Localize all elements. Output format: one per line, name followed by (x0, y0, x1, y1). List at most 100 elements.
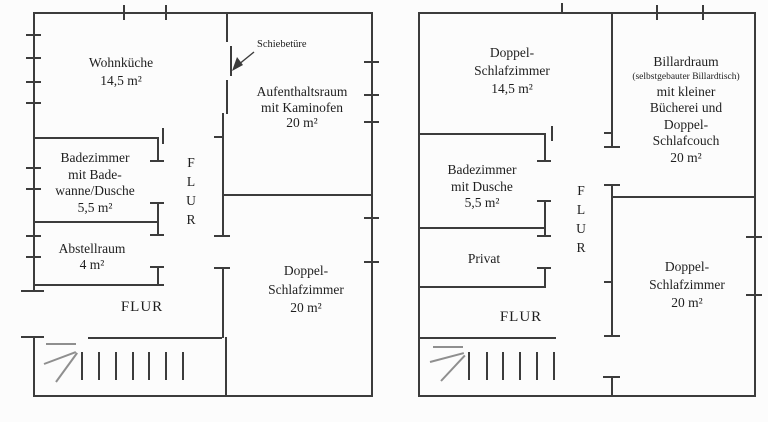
room-sub: Doppel- (663, 116, 709, 132)
room-label-badezimmer-links: Badezimmer mit Bade- wanne/Dusche 5,5 m² (55, 150, 134, 216)
stair-tread (519, 352, 521, 380)
room-area: 5,5 m² (77, 199, 113, 215)
wall-segment (21, 290, 44, 292)
room-area: 20 m² (671, 295, 703, 310)
room-area: 14,5 m² (100, 73, 142, 88)
wall-segment (418, 12, 420, 397)
room-name: Schlafzimmer (649, 277, 725, 292)
wall-segment (33, 395, 373, 397)
wall-segment (21, 336, 44, 338)
wall-tick (214, 235, 230, 237)
room-name: Doppel- (489, 45, 535, 60)
wall-segment (418, 337, 556, 339)
room-area: 20 m² (290, 300, 322, 315)
room-note: (selbstgebauter Billardtisch) (632, 71, 740, 82)
wall-segment (33, 336, 35, 397)
stair-tread (148, 352, 150, 380)
wall-tick (123, 5, 125, 20)
corridor-label-left: FLUR (120, 299, 164, 315)
wall-tick (364, 121, 379, 123)
stair-tread (536, 352, 538, 380)
stair-tread (165, 352, 167, 380)
sliding-door-arrow-icon (232, 51, 255, 71)
wall-segment (222, 194, 373, 196)
room-name: Privat (467, 251, 501, 266)
wall-segment (230, 46, 232, 76)
wall-tick (544, 269, 546, 288)
wall-tick (537, 160, 551, 162)
wall-tick (551, 126, 553, 141)
wall-segment (226, 80, 228, 114)
corridor-letter: U (186, 193, 196, 208)
room-name: Wohnküche (88, 55, 154, 70)
room-area: 20 m² (286, 115, 318, 130)
wall-tick (702, 5, 704, 20)
stair-direction-line (46, 343, 76, 345)
room-label-wohnkueche: Wohnküche 14,5 m² (89, 54, 153, 90)
room-sub: mit Bade- (68, 166, 122, 182)
room-label-aufenthaltsraum: Aufenthaltsraum mit Kaminofen 20 m² (257, 84, 348, 131)
wall-segment (33, 12, 373, 14)
wall-tick (26, 34, 41, 36)
room-area: 20 m² (670, 149, 702, 165)
corridor-letter: R (186, 212, 196, 227)
room-name: Aufenthaltsraum (256, 84, 348, 99)
stair-tread (81, 352, 83, 380)
wall-tick (364, 94, 379, 96)
stair-tread (115, 352, 117, 380)
stair-tread (553, 352, 555, 380)
stair-tread (132, 352, 134, 380)
room-label-doppel-schlafzimmer-oben: Doppel- Schlafzimmer 14,5 m² (474, 44, 550, 98)
wall-segment (754, 12, 756, 397)
wall-tick (364, 61, 379, 63)
corridor-letter: R (576, 240, 586, 255)
room-name: Badezimmer (60, 150, 130, 165)
wall-tick (604, 335, 620, 337)
wall-tick (26, 102, 41, 104)
wall-segment (226, 12, 228, 42)
room-label-billardraum: Billardraum (selbstgebauter Billardtisch… (632, 54, 739, 166)
corridor-label-right: FLUR (499, 309, 543, 325)
wall-tick (604, 132, 613, 134)
wall-tick (214, 136, 223, 138)
room-sub: mit Dusche (451, 178, 513, 194)
wall-segment (33, 137, 159, 139)
stair-direction-line (433, 346, 463, 348)
room-label-doppel-schlafzimmer-links: Doppel- Schlafzimmer 20 m² (268, 262, 344, 318)
corridor-letter: L (576, 202, 586, 217)
wall-segment (418, 12, 756, 14)
wall-tick (162, 128, 164, 144)
wall-tick (150, 202, 164, 204)
wall-tick (656, 5, 658, 20)
wall-segment (157, 137, 159, 162)
wall-tick (150, 266, 164, 268)
room-area: 5,5 m² (464, 195, 500, 210)
wall-tick (604, 281, 613, 283)
room-name: Schlafzimmer (474, 63, 550, 78)
wall-tick (537, 267, 551, 269)
corridor-letter: U (576, 221, 586, 236)
corridor-letter: F (187, 155, 195, 170)
wall-tick (537, 235, 551, 237)
wall-tick (157, 268, 159, 286)
room-name: Badezimmer (447, 162, 517, 177)
wall-segment (88, 337, 222, 339)
wall-segment (418, 395, 756, 397)
room-sub: mit kleiner (656, 83, 716, 99)
corridor-letter: F (577, 183, 585, 198)
stair-tread (486, 352, 488, 380)
wall-segment (418, 133, 546, 135)
wall-tick (26, 256, 41, 258)
wall-tick (150, 160, 164, 162)
room-sub: Schlafcouch (652, 133, 720, 148)
room-name: Billardraum (653, 54, 719, 69)
wall-segment (418, 227, 546, 229)
stair-tread (502, 352, 504, 380)
wall-tick (604, 146, 620, 148)
wall-tick (165, 5, 167, 20)
wall-segment (611, 377, 613, 397)
wall-tick (364, 217, 379, 219)
room-name: Abstellraum (58, 241, 126, 256)
